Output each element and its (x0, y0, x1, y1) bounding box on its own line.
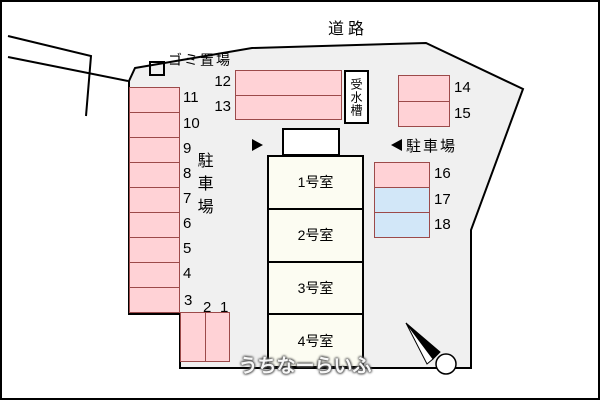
parking-stack-right (374, 162, 430, 238)
parking-space-7 (130, 187, 179, 212)
room-4: 4号室 (269, 313, 362, 366)
water-tank-box: 受水槽 (344, 70, 369, 124)
parking-space-1 (204, 313, 229, 361)
road-edge-line (7, 35, 93, 117)
space-label-10: 10 (183, 115, 200, 132)
space-label-4: 4 (183, 265, 192, 282)
parking-space-5 (130, 237, 179, 262)
space-label-5: 5 (183, 240, 192, 257)
watermark: うちなーらいふ (238, 356, 372, 377)
parking-space-4 (130, 262, 179, 287)
parking-pair-top (235, 70, 342, 120)
room-2: 2号室 (269, 207, 362, 261)
parking-space-17 (375, 187, 429, 212)
space-label-1: 1 (220, 299, 229, 316)
parking-space-11 (130, 88, 179, 112)
parking-label-left: 駐車場 (194, 152, 212, 221)
arrow-left-icon (391, 139, 402, 151)
parking-pair-upper-right (398, 75, 450, 127)
space-label-3: 3 (184, 292, 193, 309)
room-3: 3号室 (269, 260, 362, 314)
water-tank-label: 受水槽 (349, 77, 363, 117)
parking-space-14 (399, 76, 449, 101)
parking-space-15 (399, 100, 449, 126)
road-edge-line (7, 56, 129, 82)
road-label: 道路 (328, 21, 369, 38)
parking-space-2 (181, 313, 205, 361)
parking-space-13 (236, 94, 341, 119)
space-label-13: 13 (214, 98, 231, 115)
parking-space-12 (236, 71, 341, 95)
space-label-7: 7 (183, 190, 192, 207)
north-arrow-icon (405, 322, 457, 375)
space-label-18: 18 (434, 216, 451, 233)
parking-space-6 (130, 212, 179, 237)
parking-row-bottom (180, 312, 230, 362)
parking-space-18 (375, 212, 429, 237)
garbage-label: ゴミ置場 (168, 52, 232, 68)
space-label-14: 14 (454, 79, 471, 96)
parking-space-8 (130, 162, 179, 187)
parking-space-9 (130, 137, 179, 162)
garbage-area-box (149, 61, 165, 76)
room-1: 1号室 (297, 174, 334, 191)
space-label-15: 15 (454, 105, 471, 122)
space-label-9: 9 (183, 140, 192, 157)
space-label-12: 12 (214, 73, 231, 90)
space-label-11: 11 (183, 89, 199, 106)
building-entrance-box (282, 128, 340, 156)
parking-space-10 (130, 112, 179, 137)
arrow-right-icon (252, 139, 263, 151)
parking-space-16 (375, 163, 429, 187)
space-label-6: 6 (183, 215, 192, 232)
space-label-16: 16 (434, 165, 451, 182)
apartment-building: 1号室 2号室 3号室 4号室 (267, 155, 364, 368)
space-label-8: 8 (183, 165, 192, 182)
space-label-17: 17 (434, 191, 451, 208)
parking-label-right: 駐車場 (406, 138, 458, 155)
parking-space-3 (130, 287, 179, 312)
space-label-2: 2 (203, 299, 212, 316)
parking-column-left (129, 87, 180, 313)
